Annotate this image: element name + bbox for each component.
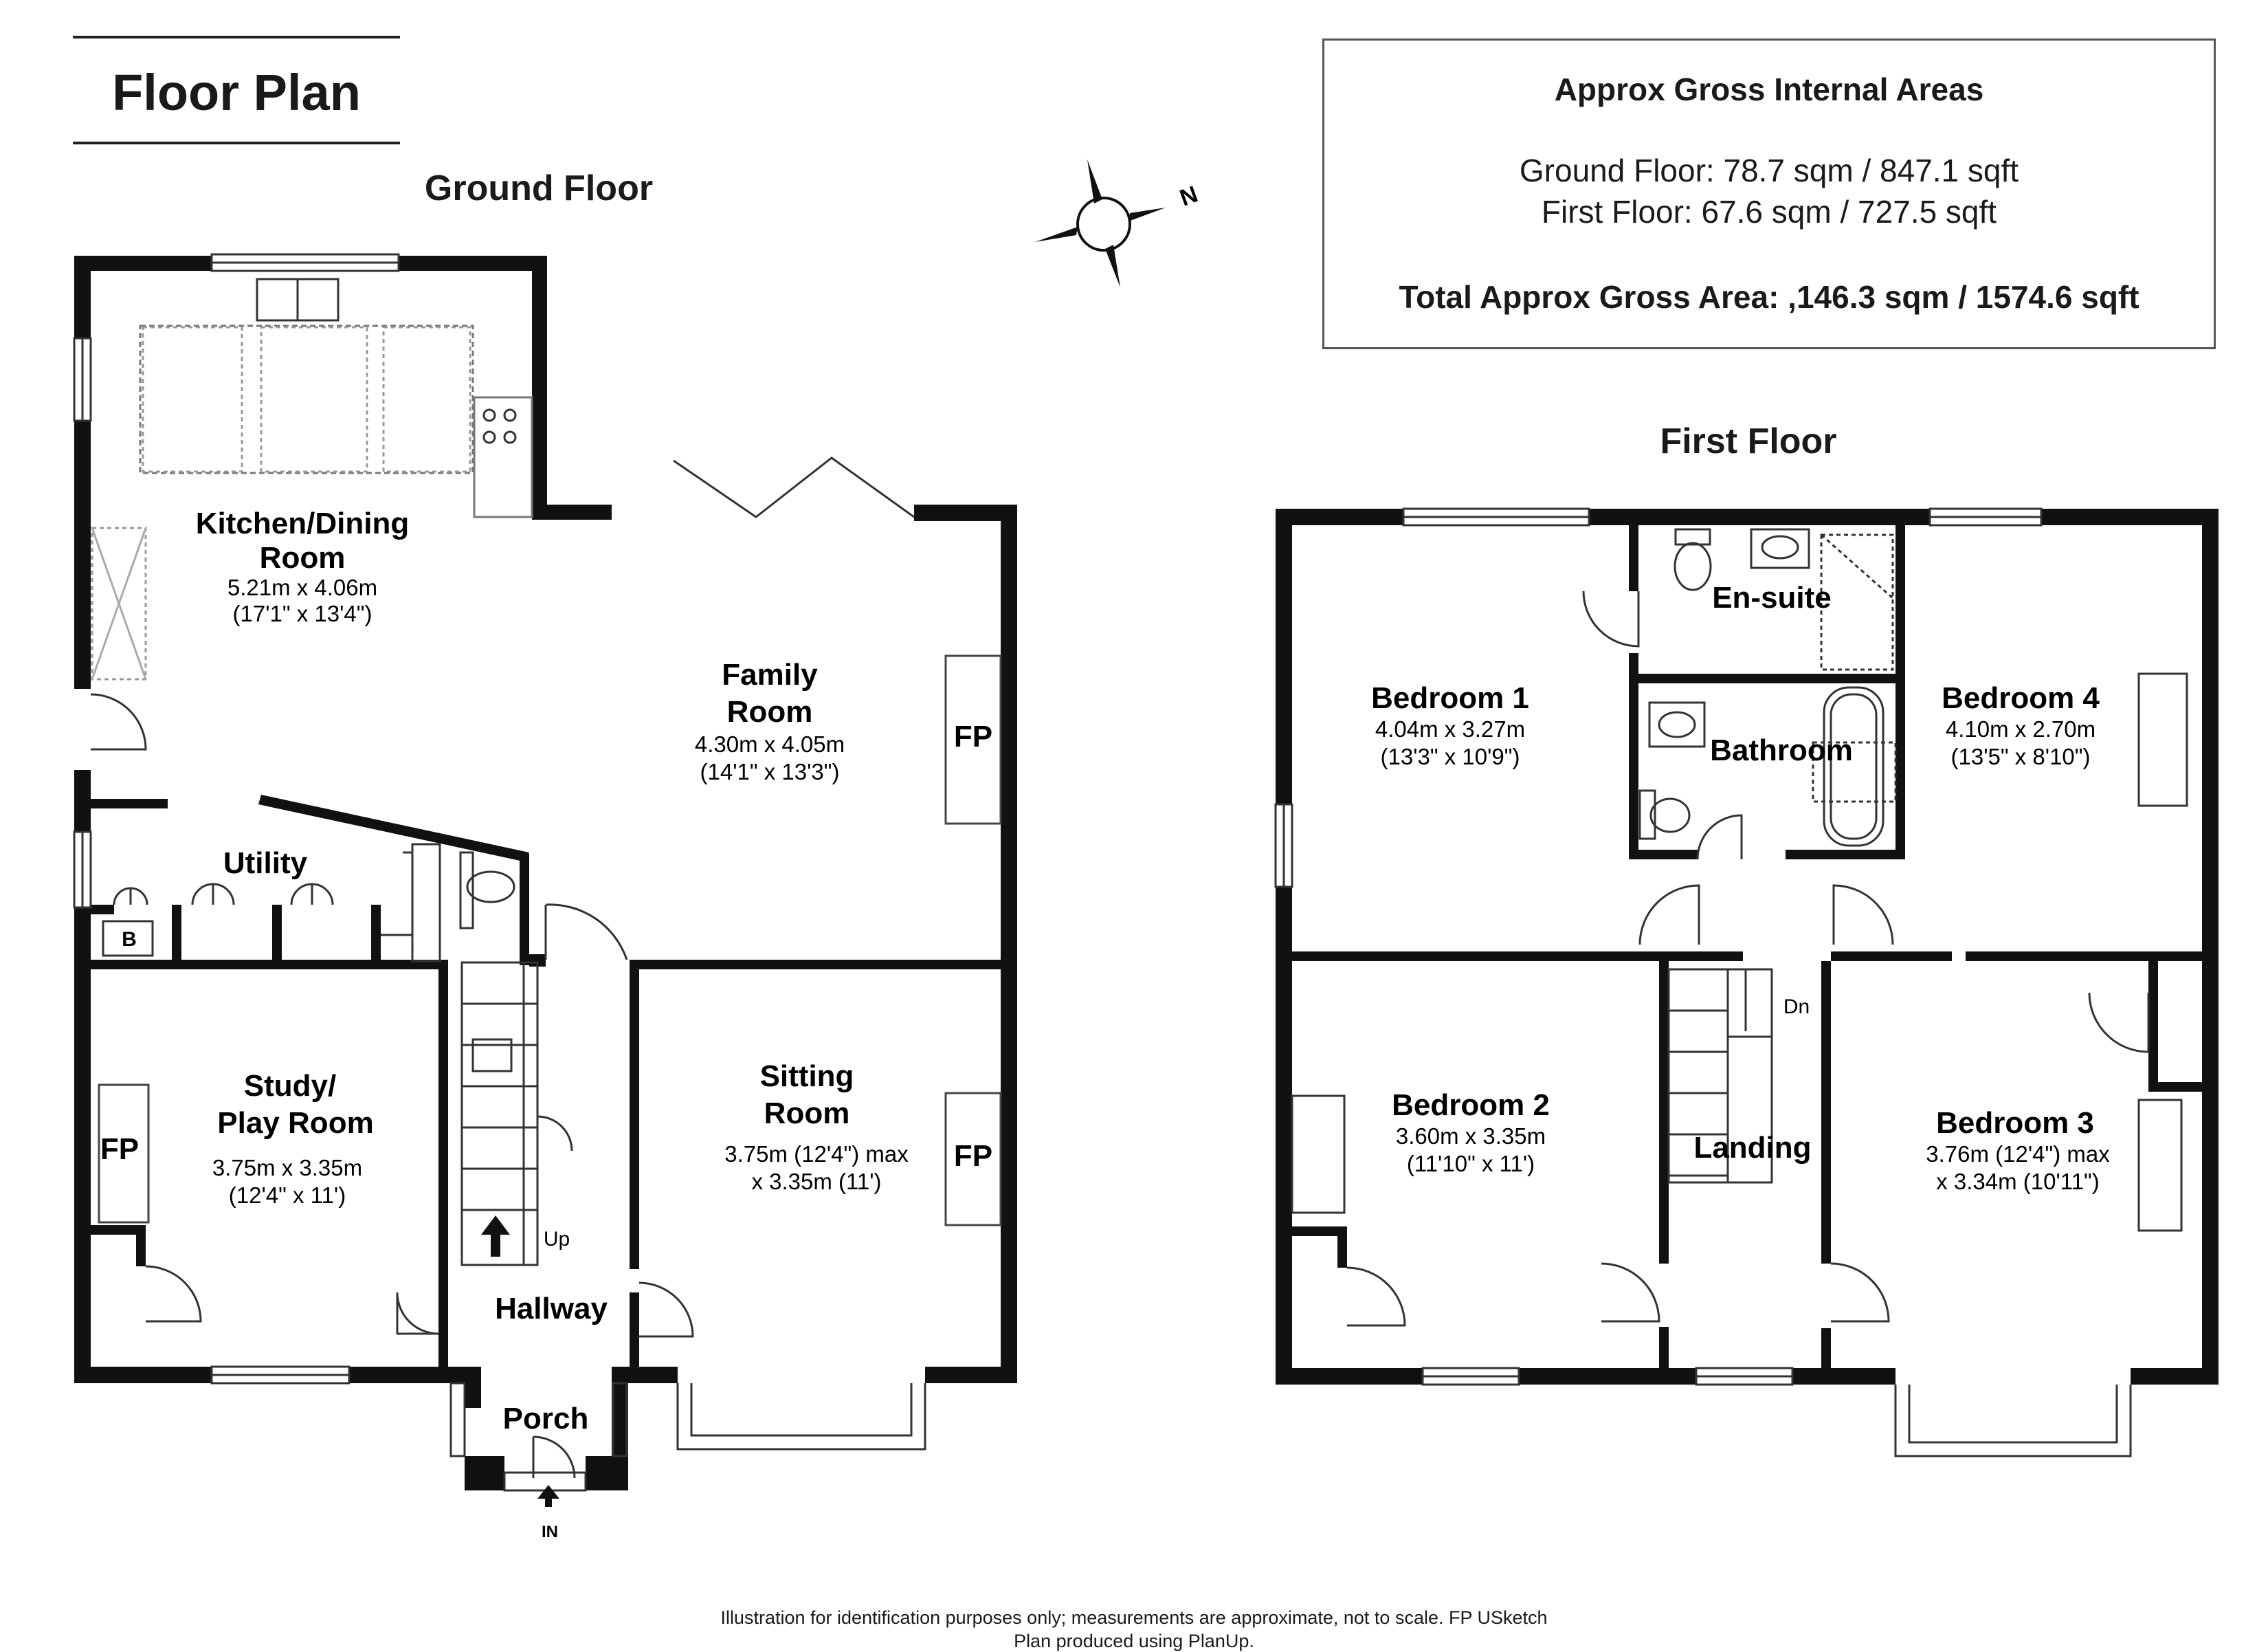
study-dim-2: (12'4" x 11')	[229, 1182, 346, 1208]
study-dim-1: 3.75m x 3.35m	[212, 1155, 362, 1180]
bedroom4-dim-1: 4.10m x 2.70m	[1946, 716, 2095, 742]
fireplace-family: FP	[954, 720, 992, 753]
areas-heading: Approx Gross Internal Areas	[1554, 71, 1984, 107]
first-floor-walls	[1276, 509, 2219, 1385]
bedroom1-dim-2: (13'3" x 10'9")	[1381, 744, 1520, 769]
bedroom2-dim-2: (11'10" x 11')	[1407, 1151, 1535, 1176]
areas-first: First Floor: 67.6 sqm / 727.5 sqft	[1541, 194, 1997, 230]
kitchen-dim-2: (17'1" x 13'4")	[233, 601, 373, 626]
boiler-label: B	[122, 928, 137, 951]
footer-disclaimer: Illustration for identification purposes…	[720, 1607, 1548, 1628]
landing-name: Landing	[1693, 1131, 1811, 1165]
sitting-dim-2: x 3.35m (11')	[751, 1169, 881, 1194]
ground-floor-walls	[74, 256, 1017, 1490]
first-floor-label: First Floor	[1660, 421, 1837, 461]
sitting-name-1: Sitting	[760, 1059, 854, 1093]
first-floor-windows	[1274, 507, 2188, 1457]
footer-credit: Plan produced using PlanUp.	[1014, 1631, 1254, 1651]
ground-floor-label: Ground Floor	[424, 168, 654, 208]
sitting-name-2: Room	[764, 1097, 850, 1130]
ensuite-name: En-suite	[1712, 581, 1832, 615]
porch-name: Porch	[503, 1402, 589, 1435]
entrance-arrow-icon	[537, 1485, 559, 1507]
compass-icon: N	[1035, 159, 1201, 287]
bedroom1-name: Bedroom 1	[1371, 681, 1529, 715]
ground-floor-labels: Kitchen/Dining Room 5.21m x 4.06m (17'1"…	[100, 507, 992, 1541]
first-floor-labels: Bedroom 1 4.04m x 3.27m (13'3" x 10'9") …	[1371, 581, 2110, 1194]
bedroom4-dim-2: (13'5" x 8'10")	[1951, 744, 2091, 769]
stairs-up-arrow-icon	[481, 1215, 510, 1257]
family-name-2: Room	[727, 695, 813, 729]
bedroom3-dim-1: 3.76m (12'4") max	[1926, 1141, 2110, 1167]
kitchen-name-1: Kitchen/Dining	[196, 507, 409, 540]
fireplace-sitting: FP	[954, 1139, 992, 1173]
kitchen-name-2: Room	[260, 541, 346, 575]
bedroom2-name: Bedroom 2	[1392, 1088, 1550, 1122]
areas-panel: Approx Gross Internal Areas Ground Floor…	[1322, 38, 2216, 349]
stairs-up-label: Up	[544, 1228, 570, 1251]
areas-total: Total Approx Gross Area: ,146.3 sqm / 15…	[1399, 279, 2139, 315]
sitting-dim-1: 3.75m (12'4") max	[724, 1141, 909, 1167]
fireplace-study: FP	[100, 1132, 139, 1166]
bedroom3-name: Bedroom 3	[1936, 1106, 2094, 1140]
ground-floor-windows	[73, 253, 1002, 1492]
hallway-name: Hallway	[495, 1292, 608, 1325]
plan-title: Floor Plan	[112, 64, 361, 121]
plan-title-box: Floor Plan	[73, 36, 400, 144]
kitchen-dim-1: 5.21m x 4.06m	[227, 575, 377, 600]
study-name-2: Play Room	[217, 1106, 373, 1140]
family-name-1: Family	[722, 658, 818, 692]
bedroom4-name: Bedroom 4	[1942, 681, 2100, 715]
compass-north-letter: N	[1177, 181, 1201, 211]
bedroom2-dim-1: 3.60m x 3.35m	[1396, 1123, 1546, 1149]
bedroom1-dim-1: 4.04m x 3.27m	[1375, 716, 1525, 742]
family-dim-1: 4.30m x 4.05m	[695, 731, 845, 757]
study-name-1: Study/	[244, 1069, 336, 1103]
bedroom3-dim-2: x 3.34m (10'11")	[1936, 1169, 2100, 1194]
family-dim-2: (14'1" x 13'3")	[700, 759, 840, 784]
stairs-down-label: Dn	[1783, 995, 1810, 1018]
bathroom-name: Bathroom	[1710, 734, 1853, 767]
entrance-label: IN	[542, 1523, 558, 1541]
areas-ground: Ground Floor: 78.7 sqm / 847.1 sqft	[1519, 153, 2019, 188]
utility-name: Utility	[223, 846, 308, 880]
